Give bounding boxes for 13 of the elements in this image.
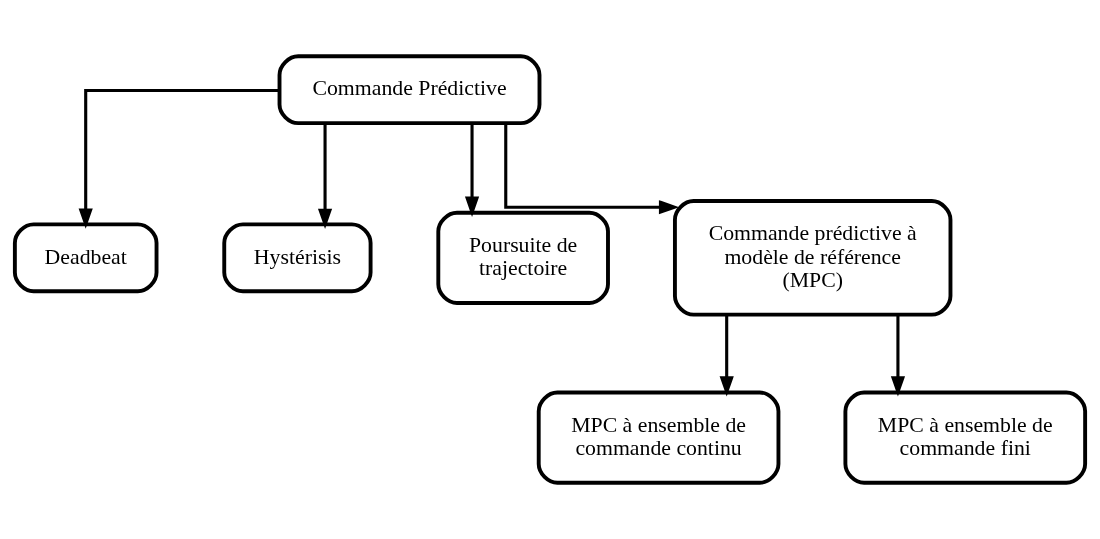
node-box: Deadbeat (12, 222, 159, 294)
node-box: MPC à ensemble de commande fini (843, 390, 1088, 485)
arrow (890, 314, 906, 397)
arrow (317, 123, 333, 229)
node-box: Hystérisis (222, 222, 373, 294)
arrow (78, 88, 280, 229)
node-box: Poursuite de trajectoire (436, 210, 610, 305)
arrow (464, 123, 480, 217)
arrow (719, 314, 734, 397)
node-box: MPC à ensemble de commande continu (536, 390, 781, 485)
node-box: Commande prédictive à modèle de référence (MPC) (673, 199, 953, 317)
node-box: Commande Prédictive (277, 54, 542, 126)
arrow (504, 123, 680, 215)
